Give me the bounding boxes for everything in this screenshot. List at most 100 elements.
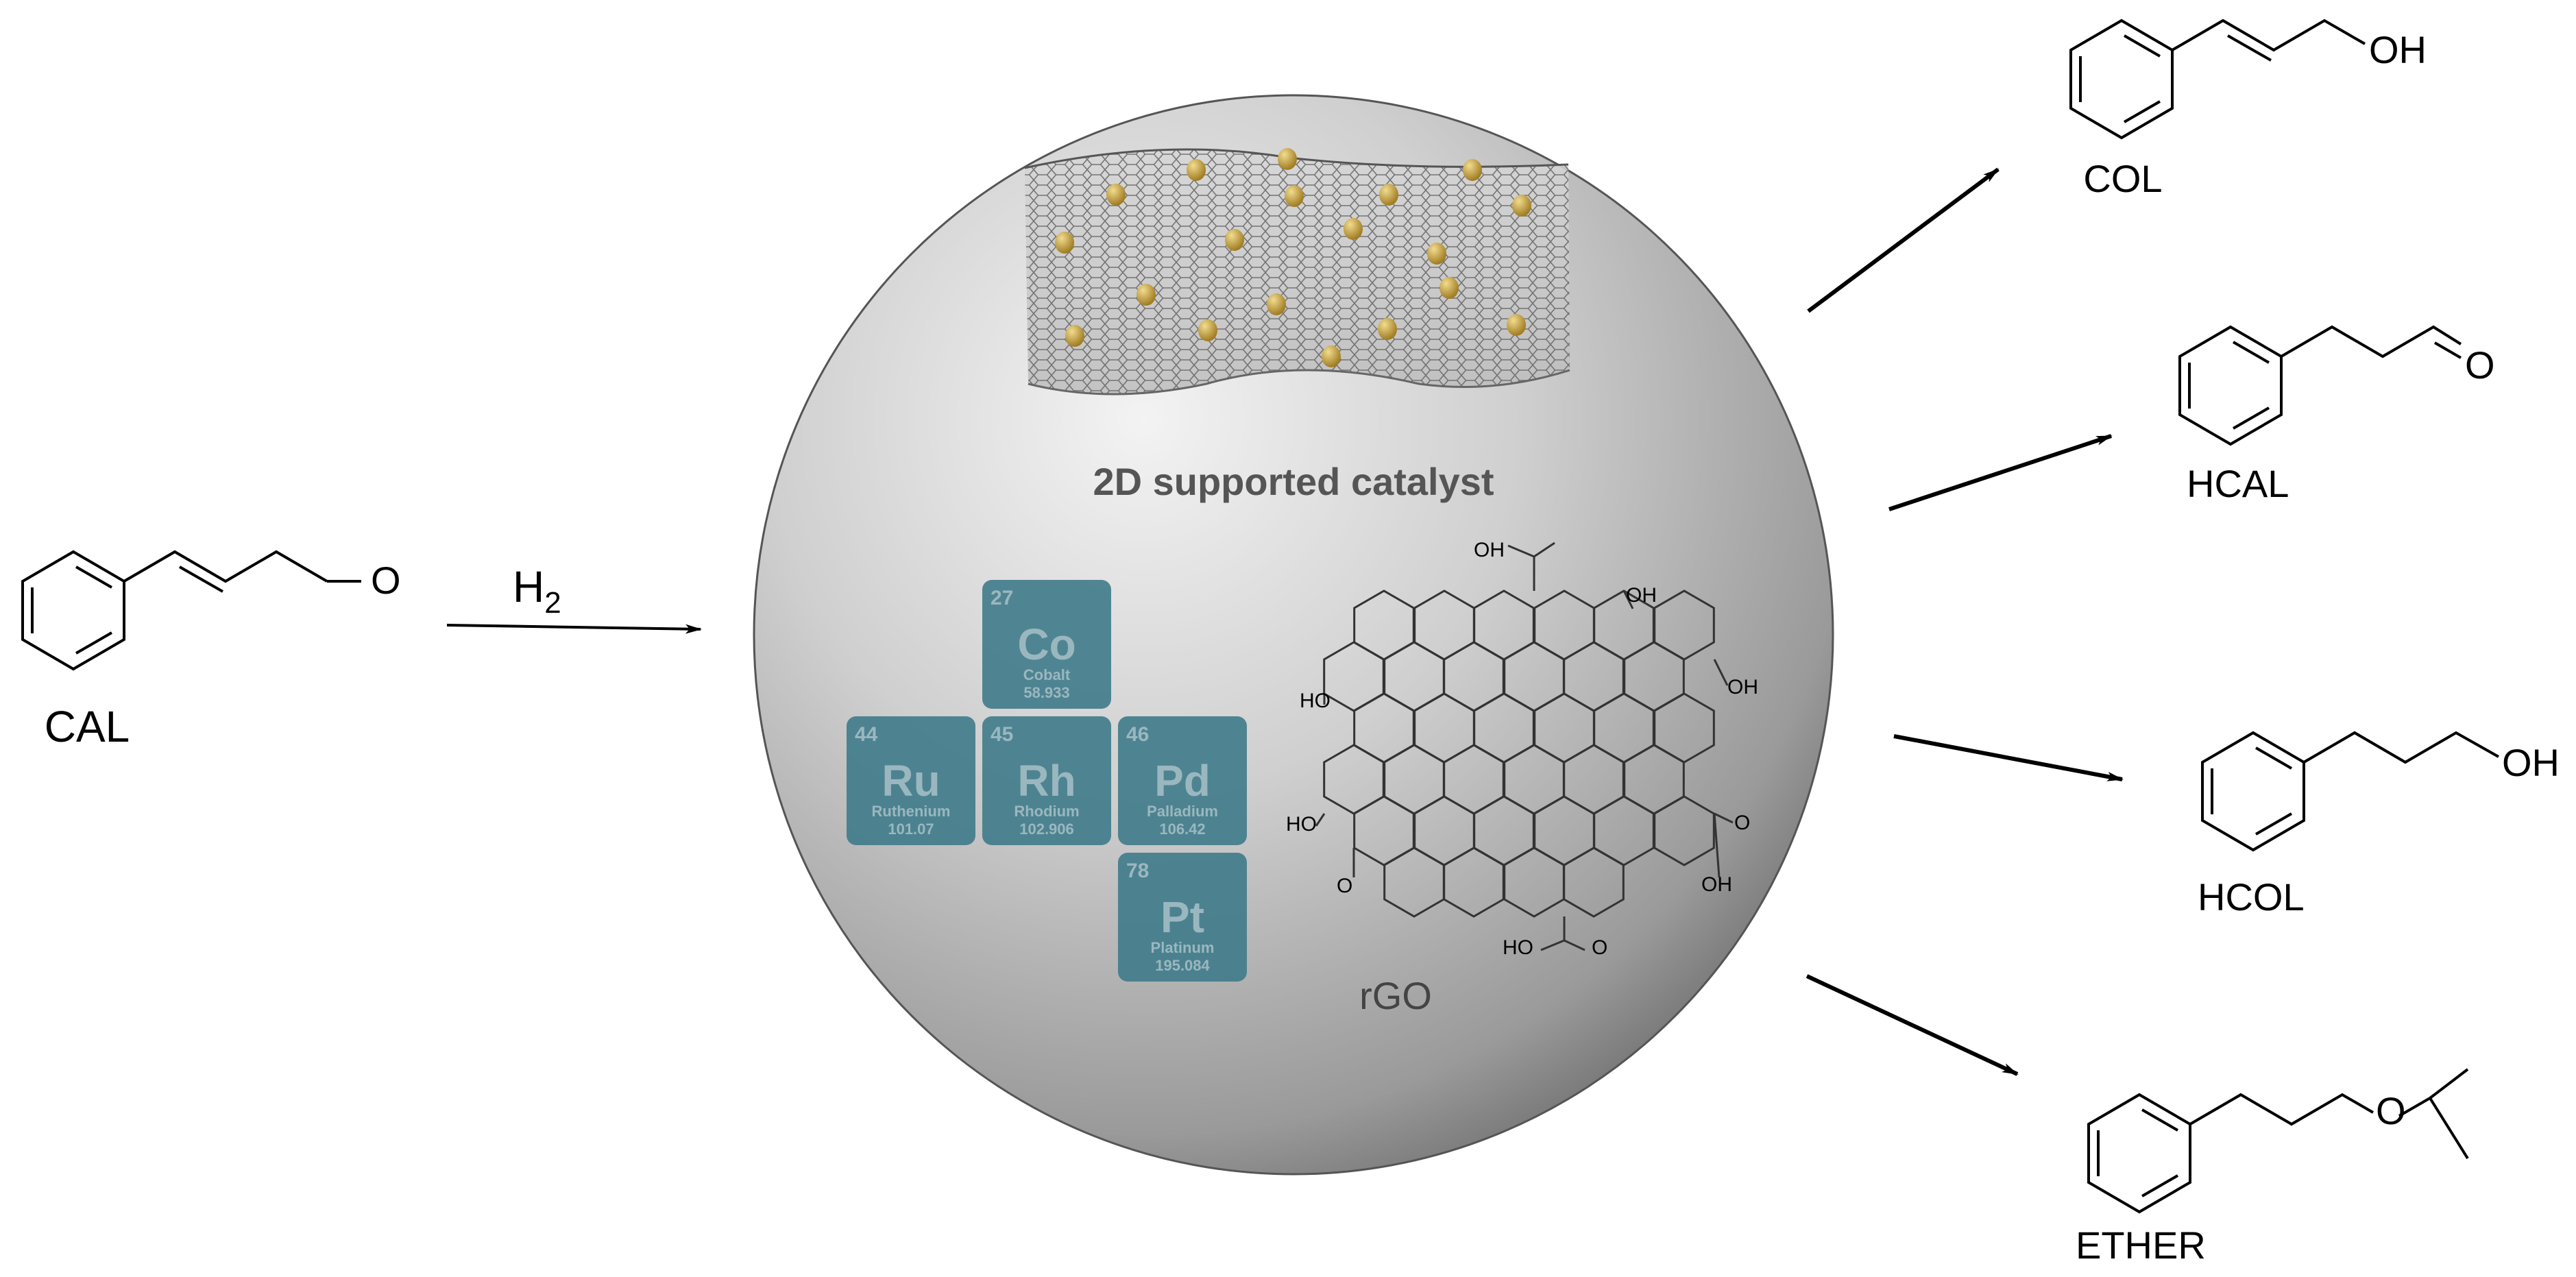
h2-subscript: 2 xyxy=(544,586,561,620)
tile-background xyxy=(1118,716,1247,845)
tile-symbol: Ru xyxy=(882,756,940,805)
rgo-o-bottom: O xyxy=(1592,936,1607,959)
col-group: OH xyxy=(2369,28,2427,71)
hcol-group: OH xyxy=(2502,741,2560,784)
tile-atomic-number: 27 xyxy=(991,587,1013,609)
nanoparticle xyxy=(1055,232,1074,254)
rgo-oh-lower-right: OH xyxy=(1701,873,1732,896)
tile-atomic-number: 44 xyxy=(855,723,878,746)
tile-element-name: Cobalt xyxy=(1023,666,1071,683)
rgo-bond xyxy=(1540,939,1565,951)
tile-element-name: Ruthenium xyxy=(872,803,951,820)
tile-atomic-mass: 106.42 xyxy=(1159,820,1205,838)
nanoparticle xyxy=(1439,277,1459,299)
rgo-structure xyxy=(1315,542,1734,951)
nanoparticle xyxy=(1463,159,1482,181)
nanoparticle xyxy=(1379,184,1398,206)
rgo-bond xyxy=(1713,813,1721,878)
hcal-group: O xyxy=(2465,343,2495,387)
tile-atomic-number: 78 xyxy=(1126,860,1149,882)
graphene-sheet xyxy=(1024,148,1570,396)
rgo-bond xyxy=(1623,590,1634,609)
rgo-bond xyxy=(1564,939,1585,951)
tile-background xyxy=(982,580,1111,709)
rgo-ring xyxy=(1653,795,1715,866)
nanoparticle xyxy=(1378,318,1397,340)
tile-element-name: Rhodium xyxy=(1014,803,1079,820)
nanoparticle xyxy=(1106,184,1126,206)
ether-molecule xyxy=(2087,1068,2469,1214)
arrow-to-ether xyxy=(1806,974,2019,1076)
rgo-bond xyxy=(1713,659,1729,686)
rgo-oh-top: OH xyxy=(1474,539,1505,561)
rgo-o-lower-left: O xyxy=(1337,875,1352,897)
nanoparticle xyxy=(1427,243,1446,265)
h2-symbol: H xyxy=(513,562,544,611)
arrow-to-hcol xyxy=(1893,734,2124,781)
cal-molecule xyxy=(21,550,361,671)
rgo-bond xyxy=(1315,813,1326,827)
rgo-ho-left: HO xyxy=(1300,690,1330,712)
h2-label: H2 xyxy=(513,562,561,620)
periodic-tiles: 27CoCobalt58.93344RuRuthenium101.0745RhR… xyxy=(847,580,1247,982)
tile-element-name: Platinum xyxy=(1151,939,1215,956)
tile-atomic-mass: 102.906 xyxy=(1019,820,1074,838)
tile-background xyxy=(1118,853,1247,982)
rgo-label: rGO xyxy=(1359,974,1432,1017)
tile-background xyxy=(847,716,975,845)
h2-arrow xyxy=(446,624,702,634)
product-arrows xyxy=(1806,167,2124,1076)
nanoparticle xyxy=(1267,293,1286,315)
nanoparticle xyxy=(1512,195,1531,217)
ether-oxygen: O xyxy=(2376,1089,2406,1132)
nanoparticle xyxy=(1507,314,1526,336)
tile-symbol: Pt xyxy=(1161,892,1204,942)
nanoparticle xyxy=(1225,229,1244,251)
tile-atomic-mass: 195.084 xyxy=(1155,957,1210,974)
rgo-bond xyxy=(1507,544,1535,558)
cal-label: CAL xyxy=(45,702,130,751)
tile-symbol: Rh xyxy=(1017,756,1076,805)
tile-symbol: Co xyxy=(1017,620,1076,669)
rgo-ho-lower-left: HO xyxy=(1286,813,1317,836)
rgo-ring xyxy=(1563,847,1625,918)
col-label: COL xyxy=(2083,157,2162,200)
arrow-to-hcal xyxy=(1888,434,2113,511)
ether-label: ETHER xyxy=(2076,1224,2206,1267)
catalyst-title: 2D supported catalyst xyxy=(1093,460,1494,503)
nanoparticle xyxy=(1285,185,1304,207)
hcal-label: HCAL xyxy=(2187,462,2289,505)
nanoparticle xyxy=(1278,148,1297,170)
hcol-molecule xyxy=(2201,731,2499,852)
hcal-molecule xyxy=(2178,325,2462,446)
rgo-ho-bottom: HO xyxy=(1503,936,1533,959)
cal-oxygen: O xyxy=(371,559,401,602)
rgo-bond xyxy=(1533,542,1555,558)
rgo-oh-upper-right: OH xyxy=(1626,584,1657,607)
tile-atomic-mass: 58.933 xyxy=(1023,684,1069,701)
arrow-to-col xyxy=(1807,167,2000,313)
tile-background xyxy=(982,716,1111,845)
nanoparticle xyxy=(1344,218,1363,240)
tile-atomic-number: 45 xyxy=(991,723,1013,746)
rgo-oh-right: OH xyxy=(1727,676,1758,698)
nanoparticle xyxy=(1322,345,1341,367)
rgo-o-lower-right: O xyxy=(1734,812,1750,834)
hcol-label: HCOL xyxy=(2198,875,2305,919)
nanoparticle xyxy=(1065,325,1084,347)
metal-nanoparticles xyxy=(1055,148,1531,367)
tile-element-name: Palladium xyxy=(1147,803,1218,820)
tile-atomic-mass: 101.07 xyxy=(888,820,934,838)
nanoparticle xyxy=(1137,284,1156,306)
rgo-bond xyxy=(1714,812,1734,824)
tile-atomic-number: 46 xyxy=(1126,723,1149,746)
nanoparticle xyxy=(1187,159,1206,181)
tile-symbol: Pd xyxy=(1154,756,1211,805)
rgo-functional-groups: OH O OH OH HO HO O O OH HO O xyxy=(1286,539,1758,959)
